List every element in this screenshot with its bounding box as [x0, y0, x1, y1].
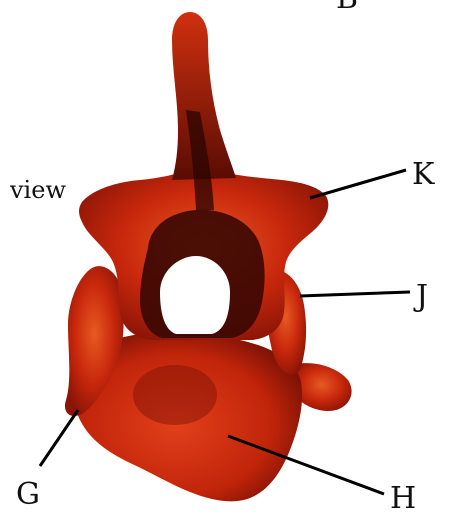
label-h: H: [390, 484, 416, 514]
label-j: J: [416, 282, 428, 312]
leader-line-j: [300, 292, 410, 296]
body-shading: [133, 365, 217, 425]
leader-line-k: [310, 170, 406, 198]
partial-header-letter: B: [336, 0, 358, 14]
side-caption: view: [10, 178, 66, 202]
label-g: G: [16, 480, 40, 510]
label-k: K: [412, 160, 434, 190]
leader-line-g: [40, 410, 78, 466]
vertebral-foramen: [160, 256, 230, 334]
